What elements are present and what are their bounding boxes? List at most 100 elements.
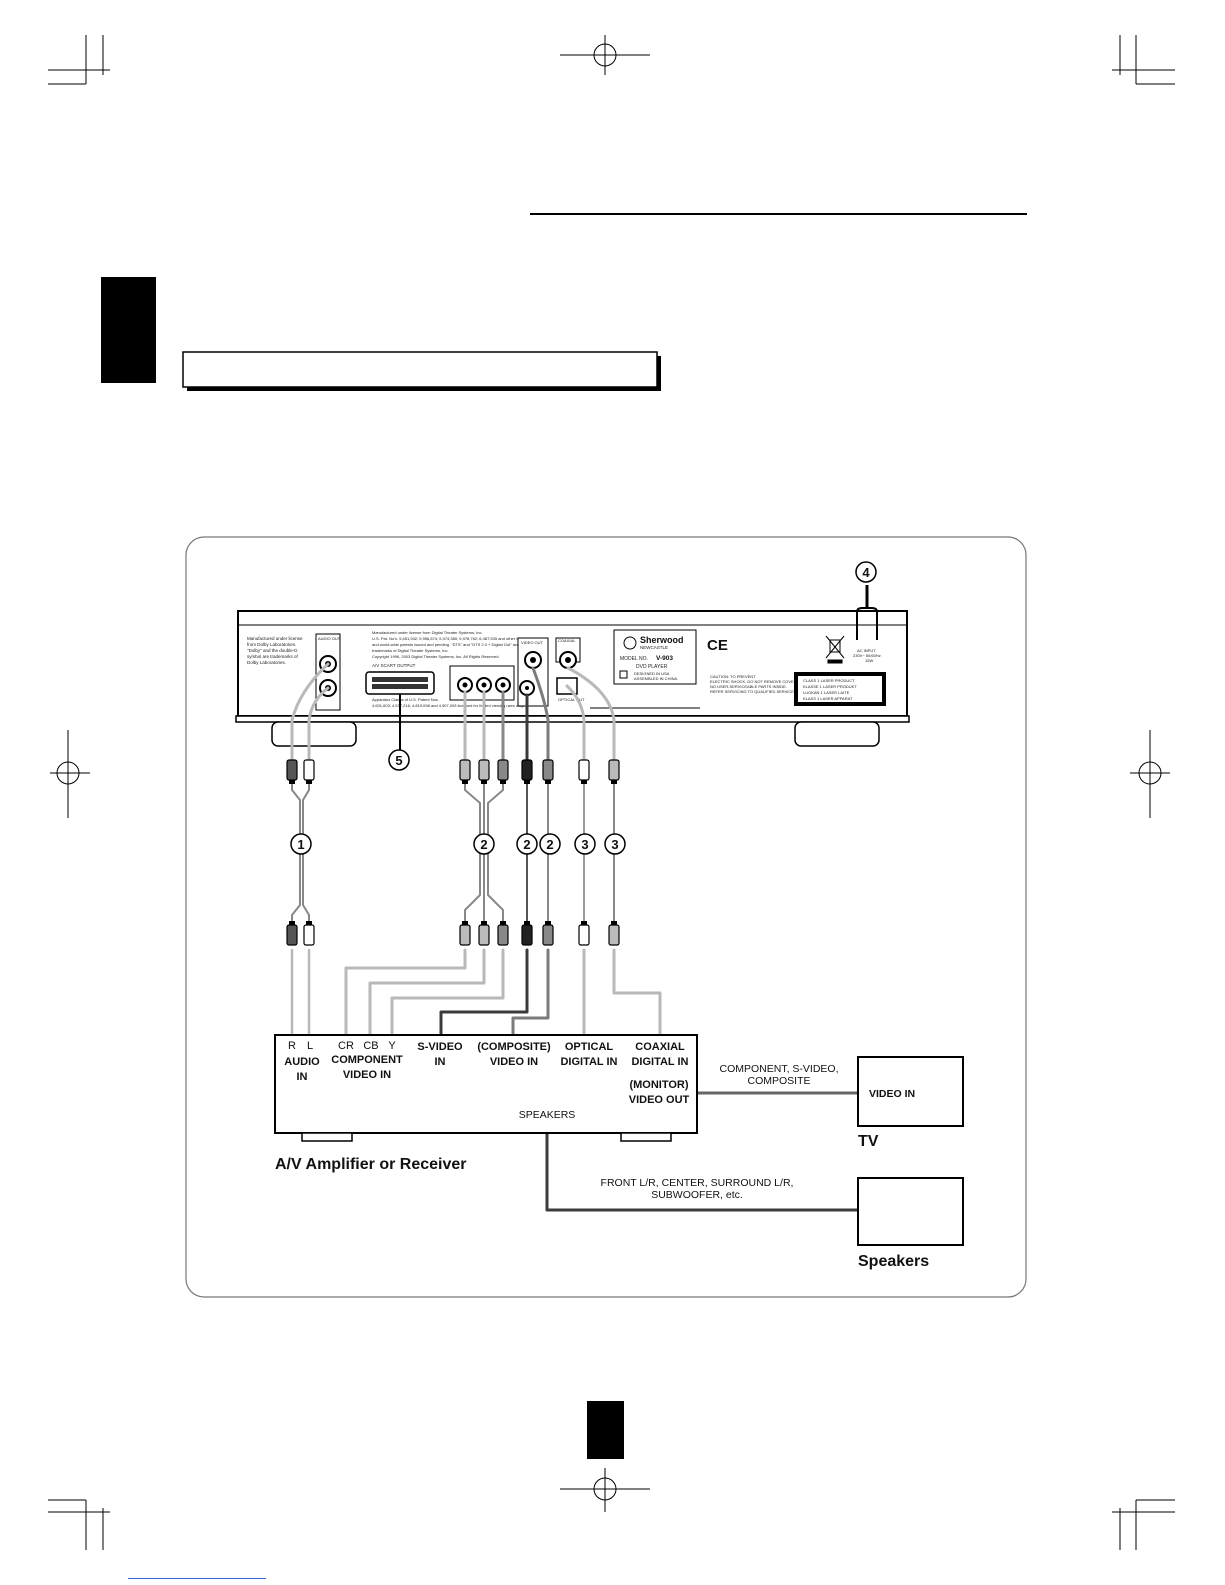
origin-line-1: DESIGNED IN USA bbox=[634, 671, 670, 676]
registration-mark-left bbox=[50, 730, 90, 818]
optical-in-label-2: DIGITAL IN bbox=[560, 1056, 617, 1068]
ac-input-line-3: 15W bbox=[865, 658, 873, 663]
callout-2-composite: 2 bbox=[539, 833, 561, 855]
patent-line-2: 4,631,603; 4,577,216; 4,819,098 and 4,90… bbox=[372, 703, 524, 708]
bottom-underline bbox=[128, 1578, 266, 1580]
callout-3-optical: 3 bbox=[574, 833, 596, 855]
ac-power-cord bbox=[856, 585, 878, 640]
scart-label: A/V SCART OUTPUT bbox=[372, 663, 416, 668]
rca-plug-tip bbox=[581, 921, 587, 925]
rca-plug-tip bbox=[289, 780, 295, 784]
dts-line-1: Manufactured under license from Digital … bbox=[372, 630, 483, 635]
speaker-link-label-1: FRONT L/R, CENTER, SURROUND L/R, bbox=[601, 1177, 794, 1189]
rca-plug bbox=[608, 759, 620, 781]
amp-jack-cr: CR bbox=[338, 1040, 354, 1052]
callout-2-component: 2 bbox=[473, 833, 495, 855]
amp-jack-r: R bbox=[288, 1040, 296, 1052]
weee-bin-icon bbox=[825, 635, 845, 664]
svg-text:2: 2 bbox=[546, 837, 553, 852]
rca-plug bbox=[286, 759, 298, 781]
svg-text:5: 5 bbox=[395, 753, 402, 768]
rca-plug bbox=[608, 924, 620, 946]
player-foot-right bbox=[794, 721, 880, 747]
registration-mark-right bbox=[1130, 730, 1170, 818]
player-foot-left bbox=[271, 721, 357, 747]
laser-line-4: KLASS 1 LASER APPARAT bbox=[803, 696, 853, 701]
speakers-title: Speakers bbox=[858, 1253, 929, 1270]
speaker-link-label-2: SUBWOOFER, etc. bbox=[651, 1189, 743, 1201]
brand-logo: Sherwood bbox=[640, 635, 684, 645]
rca-plug-tip bbox=[500, 780, 506, 784]
speakers-out-label: SPEAKERS bbox=[519, 1109, 576, 1121]
rca-plug-tip bbox=[481, 921, 487, 925]
callout-1-audio: 1 bbox=[290, 833, 312, 855]
tv-link-label-1: COMPONENT, S-VIDEO, bbox=[719, 1063, 838, 1075]
composite-in-label-1: (COMPOSITE) bbox=[477, 1041, 551, 1053]
caution-line-4: REFER SERVICING TO QUALIFIED SERVICE PER… bbox=[710, 689, 821, 694]
rca-plug-tip bbox=[481, 780, 487, 784]
rca-plug-tip bbox=[500, 921, 506, 925]
dvd-player-rear-panel: Manufactured under license from Dolby La… bbox=[235, 585, 910, 747]
svg-text:1: 1 bbox=[297, 837, 304, 852]
laser-line-2: KLASSE 1 LASER PRODUKT bbox=[803, 684, 857, 689]
language-tab bbox=[101, 277, 156, 383]
tv-link-label-2: COMPOSITE bbox=[747, 1075, 810, 1087]
rca-plug-tip bbox=[545, 780, 551, 784]
rca-plug bbox=[542, 759, 554, 781]
amp-jack-l: L bbox=[307, 1040, 313, 1052]
dolby-line-1: Manufactured under license bbox=[247, 636, 303, 641]
dolby-line-3: "Dolby" and the double-D bbox=[247, 648, 298, 653]
coaxial-in-label-2: DIGITAL IN bbox=[631, 1056, 688, 1068]
rca-plug bbox=[286, 924, 298, 946]
rca-plug bbox=[521, 924, 533, 946]
amp-title: A/V Amplifier or Receiver bbox=[275, 1156, 466, 1173]
rca-plug bbox=[497, 759, 509, 781]
rca-plug bbox=[542, 924, 554, 946]
svg-text:3: 3 bbox=[611, 837, 618, 852]
amp-jack-cb: CB bbox=[363, 1040, 378, 1052]
tv-box bbox=[857, 1056, 964, 1127]
s-video-in-label-1: S-VIDEO bbox=[417, 1041, 463, 1053]
rca-plug bbox=[521, 759, 533, 781]
dolby-line-5: Dolby Laboratories. bbox=[247, 660, 286, 665]
patent-line-1: Apparatus Claims of U.S. Patent Nos. bbox=[372, 697, 439, 702]
page-number-block bbox=[587, 1401, 624, 1459]
audio-in-label-2: IN bbox=[297, 1071, 308, 1083]
rca-plug-tip bbox=[581, 780, 587, 784]
cable-plugs bbox=[286, 759, 620, 946]
registration-mark-bottom bbox=[560, 1468, 650, 1512]
model-label: MODEL NO. bbox=[620, 656, 648, 662]
rca-plug-tip bbox=[545, 921, 551, 925]
rca-plug-tip bbox=[462, 921, 468, 925]
svg-text:2: 2 bbox=[480, 837, 487, 852]
svg-text:2: 2 bbox=[523, 837, 530, 852]
monitor-out-label-1: (MONITOR) bbox=[629, 1079, 688, 1091]
amp-foot-right bbox=[620, 1132, 672, 1142]
caution-line-1: CAUTION: TO PREVENT bbox=[710, 674, 756, 679]
scart-pins bbox=[372, 677, 428, 689]
callout-5: 5 bbox=[388, 694, 410, 771]
callout-2-s-video: 2 bbox=[516, 833, 538, 855]
rca-plug bbox=[478, 924, 490, 946]
rca-plug-tip bbox=[306, 921, 312, 925]
dolby-line-2: from Dolby Laboratories. bbox=[247, 642, 296, 647]
rca-plug bbox=[497, 924, 509, 946]
rca-plug-tip bbox=[524, 780, 530, 784]
origin-line-2: ASSEMBLED IN CHINA bbox=[634, 676, 677, 681]
sub-brand: NEWCASTLE bbox=[640, 645, 668, 650]
composite-in-label-2: VIDEO IN bbox=[490, 1056, 538, 1068]
coaxial-in-label-1: COAXIAL bbox=[635, 1041, 685, 1053]
component-in-label-2: VIDEO IN bbox=[343, 1069, 391, 1081]
dts-line-5: Copyright 1996, 2003 Digital Theater Sys… bbox=[372, 654, 500, 659]
cable-optical bbox=[565, 684, 586, 1037]
ce-mark: CE bbox=[707, 637, 728, 654]
product-label: DVD PLAYER bbox=[636, 664, 668, 670]
tv-video-in-label: VIDEO IN bbox=[869, 1088, 915, 1100]
rca-plug-tip bbox=[462, 780, 468, 784]
cable-component bbox=[344, 690, 505, 1037]
svg-text:3: 3 bbox=[581, 837, 588, 852]
crop-marks bbox=[48, 35, 1175, 1550]
rca-plug bbox=[459, 924, 471, 946]
audio-out-label: AUDIO OUT bbox=[318, 636, 341, 641]
